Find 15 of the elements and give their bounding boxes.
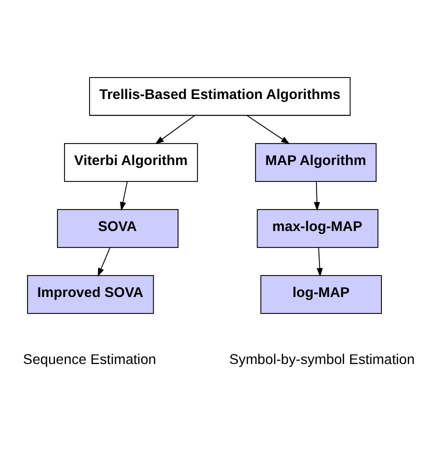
node-box: Improved SOVA [27,274,154,314]
node-box: MAP Algorithm [255,142,377,182]
arrow [316,246,323,276]
node-box: max-log-MAP [256,208,378,248]
arrow [314,180,320,210]
arrow [98,246,110,276]
node-box: Trellis-Based Estimation Algorithms [89,76,351,116]
arrow [120,180,128,210]
arrow [155,114,196,144]
node-box: Viterbi Algorithm [64,142,198,182]
node-box: log-MAP [260,274,382,314]
label: Sequence Estimation [23,350,156,366]
node-box: SOVA [57,208,178,248]
arrow [246,114,290,144]
label: Symbol-by-symbol Estimation [229,350,415,366]
